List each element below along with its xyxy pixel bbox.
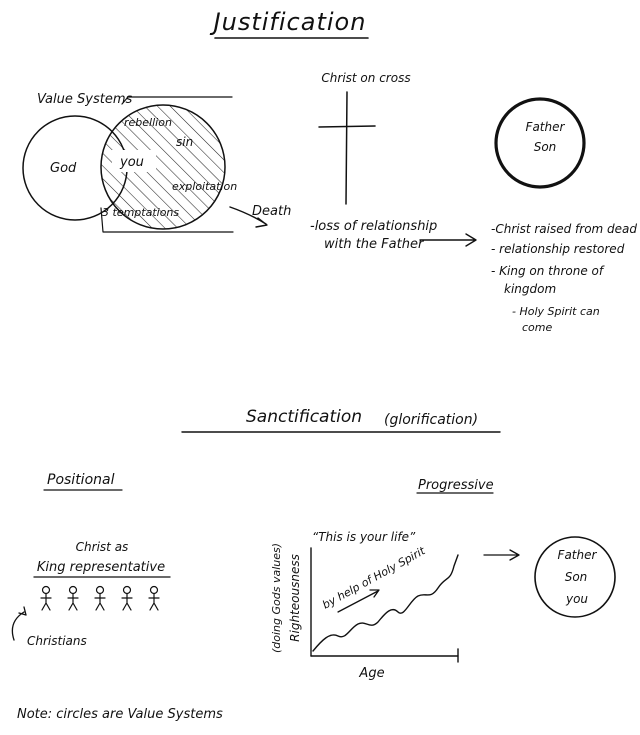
you-circle (100, 104, 226, 230)
god-label: God (50, 161, 77, 176)
sanctification-subtitle: (glorification) (384, 412, 478, 428)
cross-vertical (345, 91, 348, 205)
father-son-you-line-1: Father (558, 548, 598, 562)
positional-heading: Positional (47, 472, 115, 488)
father-son-you-line-2: Son (565, 570, 588, 584)
value-systems-label: Value Systems (37, 92, 132, 107)
stick-figure-head (122, 585, 132, 595)
stick-figure (148, 585, 160, 611)
cross-horizontal (318, 125, 376, 128)
graph-title: “This is your life” (312, 530, 416, 544)
curve-label-arrow (337, 589, 380, 613)
rebellion-label: rebellion (124, 116, 172, 129)
stick-figure (67, 585, 79, 611)
result-item: kingdom (504, 282, 556, 296)
you-circle-hatching (101, 105, 225, 229)
stick-figure-head (68, 585, 78, 595)
stick-figure-body (148, 593, 160, 611)
stick-figure-body (94, 593, 106, 611)
stick-figures-group (40, 585, 160, 611)
you-label: you (119, 155, 144, 170)
progressive-heading: Progressive (418, 478, 494, 493)
righteousness-curve (312, 554, 459, 652)
father-son-circle-line-1: Father (526, 120, 566, 134)
stick-figure (121, 585, 133, 611)
father-son-circle (494, 97, 586, 189)
cross-label: Christ on cross (321, 71, 410, 85)
glorification-arrow (483, 549, 520, 561)
death-label: Death (252, 204, 291, 219)
stick-figure-body (67, 593, 79, 611)
sanctification-section: Sanctification (glorification) Positiona… (11, 407, 616, 681)
christ-as-line-1: Christ as (76, 540, 129, 554)
stick-figure-body (121, 593, 133, 611)
you-label-bg (112, 150, 156, 172)
sin-label: sin (176, 135, 193, 149)
result-item: - Holy Spirit can (512, 305, 600, 318)
result-item: - King on throne of (491, 264, 605, 278)
loss-line-1: -loss of relationship (310, 219, 437, 234)
exploitation-label: exploitation (172, 180, 237, 193)
christians-arrow (11, 606, 27, 641)
value-systems-bracket-top (121, 96, 233, 105)
father-son-you-line-3: you (565, 592, 588, 606)
value-systems-bracket-bottom (100, 207, 234, 233)
stick-figure (40, 585, 52, 611)
temptations-label: 3 temptations (102, 206, 179, 219)
stick-figure-head (95, 585, 105, 595)
y-axis-label: Righteousness (288, 554, 302, 642)
result-item: -Christ raised from dead (491, 222, 637, 236)
result-item: - relationship restored (491, 242, 625, 256)
justification-section: Justification Value Systems God you rebe… (22, 8, 637, 334)
stick-figure (94, 585, 106, 611)
sanctification-title: Sanctification (246, 407, 362, 427)
justification-title: Justification (210, 8, 367, 36)
x-axis-label: Age (358, 666, 384, 681)
restored-arrow (419, 233, 477, 247)
result-item: come (522, 321, 552, 334)
footnote: Note: circles are Value Systems (17, 707, 223, 722)
y-axis-sublabel: (doing Gods values) (270, 543, 283, 653)
father-son-circle-line-2: Son (534, 140, 557, 154)
father-son-you-circle (534, 536, 616, 618)
stick-figure-head (41, 585, 51, 595)
stick-figure-body (40, 593, 52, 611)
loss-line-2: with the Father (324, 237, 425, 252)
christians-label: Christians (27, 634, 87, 648)
death-arrow (229, 206, 268, 228)
stick-figure-head (149, 585, 159, 595)
christ-as-line-2: King representative (37, 560, 165, 575)
